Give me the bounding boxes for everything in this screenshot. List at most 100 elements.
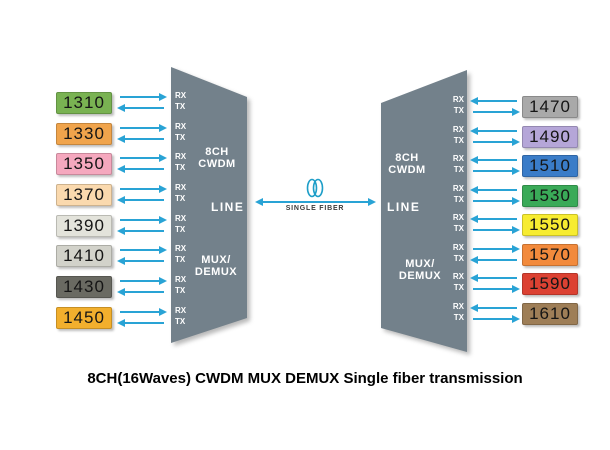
wavelength-box-1450: 1450 <box>56 307 112 329</box>
wavelength-box-1510: 1510 <box>522 155 578 177</box>
tx-port-label: TX <box>453 283 464 292</box>
rx-port-label: RX <box>175 306 187 315</box>
tx-port-label: TX <box>453 136 464 145</box>
rx-port-label: RX <box>175 214 187 223</box>
rx-port-label: RX <box>175 275 187 284</box>
port-labels: RX TX <box>446 124 464 146</box>
wavelength-box-1390: 1390 <box>56 215 112 237</box>
rx-arrow-icon <box>470 215 517 223</box>
wavelength-box-1350: 1350 <box>56 153 112 175</box>
tx-arrow-icon <box>473 197 520 205</box>
rx-arrow-icon <box>470 186 517 194</box>
rx-arrow-icon <box>120 124 167 132</box>
wavelength-box-1370: 1370 <box>56 184 112 206</box>
right-mux-device-shape <box>381 70 467 352</box>
tx-port-label: TX <box>453 195 464 204</box>
port-labels: RX TX <box>175 121 193 143</box>
single-fiber-arrow <box>255 198 376 206</box>
rx-arrow-icon <box>120 308 167 316</box>
rx-arrow-icon <box>120 246 167 254</box>
wavelength-box-1490: 1490 <box>522 126 578 148</box>
rx-arrow-icon <box>120 185 167 193</box>
rx-port-label: RX <box>452 272 464 281</box>
tx-arrow-icon <box>117 319 164 327</box>
rx-port-label: RX <box>175 122 187 131</box>
tx-port-label: TX <box>453 313 464 322</box>
right-line-port-label: LINE <box>387 200 421 214</box>
rx-port-label: RX <box>452 95 464 104</box>
tx-arrow-icon <box>117 227 164 235</box>
rx-port-label: RX <box>175 91 187 100</box>
tx-arrow-icon <box>117 135 164 143</box>
single-fiber-label: SINGLE FIBER <box>285 205 345 212</box>
rx-arrow-icon <box>470 304 517 312</box>
wavelength-box-1550: 1550 <box>522 214 578 236</box>
tx-port-label: TX <box>175 255 186 264</box>
tx-arrow-icon <box>117 196 164 204</box>
port-labels: RX TX <box>446 242 464 264</box>
port-labels: RX TX <box>446 183 464 205</box>
wavelength-box-1610: 1610 <box>522 303 578 325</box>
right-muxdemux-label: MUX/DEMUX <box>398 258 442 282</box>
wavelength-box-1430: 1430 <box>56 276 112 298</box>
tx-arrow-icon <box>473 285 520 293</box>
tx-port-label: TX <box>175 163 186 172</box>
wavelength-box-1330: 1330 <box>56 123 112 145</box>
rx-arrow-icon <box>473 245 520 253</box>
tx-port-label: TX <box>453 224 464 233</box>
rx-arrow-icon <box>120 277 167 285</box>
rx-port-label: RX <box>452 184 464 193</box>
rx-port-label: RX <box>175 244 187 253</box>
tx-port-label: TX <box>175 225 186 234</box>
rx-arrow-icon <box>120 216 167 224</box>
tx-port-label: TX <box>175 102 186 111</box>
tx-arrow-icon <box>473 315 520 323</box>
port-labels: RX TX <box>175 90 193 112</box>
tx-port-label: TX <box>175 133 186 142</box>
tx-port-label: TX <box>453 254 464 263</box>
rx-arrow-icon <box>470 156 517 164</box>
tx-arrow-icon <box>470 256 517 264</box>
wavelength-box-1570: 1570 <box>522 244 578 266</box>
wavelength-box-1410: 1410 <box>56 245 112 267</box>
rx-arrow-icon <box>470 97 517 105</box>
tx-port-label: TX <box>175 286 186 295</box>
tx-arrow-icon <box>117 104 164 112</box>
rx-arrow-icon <box>120 93 167 101</box>
port-labels: RX TX <box>175 151 193 173</box>
tx-arrow-icon <box>473 138 520 146</box>
rx-port-label: RX <box>452 125 464 134</box>
rx-port-label: RX <box>175 152 187 161</box>
port-labels: RX TX <box>175 274 193 296</box>
rx-arrow-icon <box>120 154 167 162</box>
rx-port-label: RX <box>452 302 464 311</box>
port-labels: RX TX <box>446 153 464 175</box>
tx-port-label: TX <box>175 317 186 326</box>
left-muxdemux-label: MUX/DEMUX <box>194 254 238 278</box>
rx-port-label: RX <box>452 154 464 163</box>
wavelength-box-1590: 1590 <box>522 273 578 295</box>
tx-port-label: TX <box>453 165 464 174</box>
wavelength-box-1470: 1470 <box>522 96 578 118</box>
tx-arrow-icon <box>473 108 520 116</box>
port-labels: RX TX <box>446 271 464 293</box>
rx-port-label: RX <box>452 243 464 252</box>
tx-port-label: TX <box>175 194 186 203</box>
rx-port-label: RX <box>452 213 464 222</box>
wavelength-box-1530: 1530 <box>522 185 578 207</box>
port-labels: RX TX <box>175 243 193 265</box>
tx-arrow-icon <box>117 288 164 296</box>
tx-arrow-icon <box>117 257 164 265</box>
port-labels: RX TX <box>175 305 193 327</box>
port-labels: RX TX <box>446 301 464 323</box>
tx-arrow-icon <box>117 165 164 173</box>
rx-arrow-icon <box>470 127 517 135</box>
port-labels: RX TX <box>175 213 193 235</box>
